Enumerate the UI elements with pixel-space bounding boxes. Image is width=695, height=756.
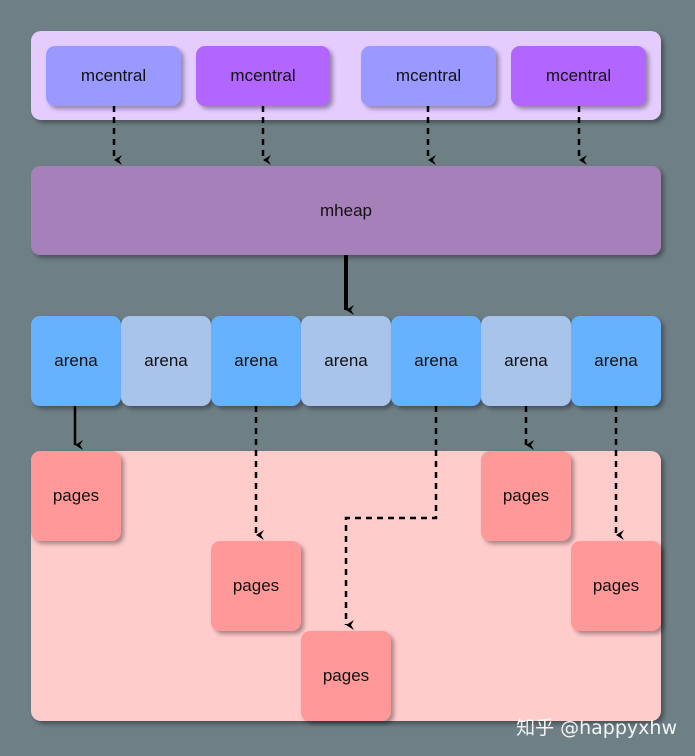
pages-box-4: pages <box>571 541 661 631</box>
mcentral-box-3: mcentral <box>361 46 496 106</box>
mcentral-box-2: mcentral <box>196 46 330 106</box>
mheap-box: mheap <box>31 166 661 255</box>
mcentral-box-1: mcentral <box>46 46 181 106</box>
pages-box-5: pages <box>301 631 391 721</box>
pages-box-3: pages <box>211 541 301 631</box>
arena-box-6: arena <box>481 316 571 406</box>
watermark-text: 知乎 @happyxhw <box>516 717 677 739</box>
arena-box-1: arena <box>31 316 121 406</box>
mcentral-box-4: mcentral <box>511 46 646 106</box>
arena-box-2: arena <box>121 316 211 406</box>
arena-box-4: arena <box>301 316 391 406</box>
pages-box-2: pages <box>481 451 571 541</box>
arena-box-5: arena <box>391 316 481 406</box>
arena-box-7: arena <box>571 316 661 406</box>
arena-box-3: arena <box>211 316 301 406</box>
pages-box-1: pages <box>31 451 121 541</box>
